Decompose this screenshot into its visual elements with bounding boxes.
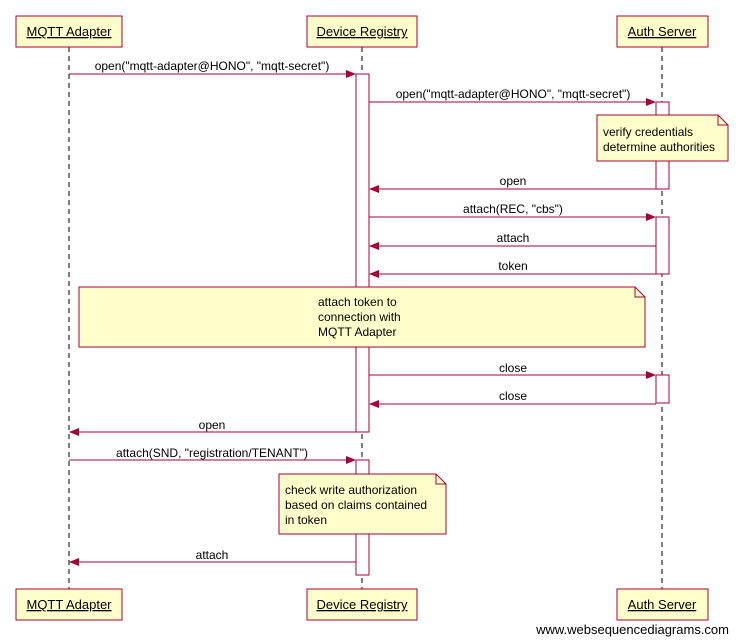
participant-label: MQTT Adapter: [26, 597, 112, 612]
message-2: open("mqtt-adapter@HONO", "mqtt-secret"): [369, 87, 656, 106]
note-line: based on claims contained: [285, 498, 427, 512]
participant-mqtt-adapter-top: MQTT Adapter: [15, 15, 123, 48]
note-line: verify credentials: [603, 125, 693, 139]
message-label: token: [498, 259, 527, 273]
note-attach-token: attach token to connection with MQTT Ada…: [78, 286, 646, 348]
message-9: open: [69, 418, 356, 436]
participant-label: MQTT Adapter: [26, 24, 112, 39]
participant-label: Auth Server: [628, 24, 697, 39]
note-line: connection with: [318, 310, 401, 324]
activation-registry-1: [355, 73, 370, 433]
note-line: determine authorities: [603, 140, 715, 154]
participant-device-registry-bottom: Device Registry: [306, 588, 418, 621]
message-label: close: [499, 361, 527, 375]
message-4: attach(REC, "cbs"): [369, 202, 656, 221]
message-label: attach: [196, 548, 229, 562]
participant-auth-server-top: Auth Server: [616, 15, 709, 48]
participant-label: Device Registry: [316, 24, 408, 39]
note-check-write-authorization: check write authorization based on claim…: [278, 473, 447, 535]
message-label: close: [499, 389, 527, 403]
message-10: attach(SND, "registration/TENANT"): [69, 446, 356, 464]
message-label: attach(SND, "registration/TENANT"): [116, 446, 308, 460]
message-7: close: [369, 361, 656, 379]
participant-auth-server-bottom: Auth Server: [616, 588, 709, 621]
message-label: attach(REC, "cbs"): [463, 202, 563, 216]
message-label: open("mqtt-adapter@HONO", "mqtt-secret"): [95, 59, 330, 73]
message-label: open: [199, 418, 226, 432]
message-3: open: [369, 174, 656, 193]
message-11: attach: [69, 548, 356, 566]
participant-mqtt-adapter-bottom: MQTT Adapter: [15, 588, 123, 621]
message-label: open: [500, 174, 527, 188]
message-8: close: [369, 389, 656, 408]
activation-auth-3: [655, 374, 670, 404]
participant-device-registry-top: Device Registry: [306, 15, 418, 48]
note-line: attach token to: [318, 295, 397, 309]
message-label: open("mqtt-adapter@HONO", "mqtt-secret"): [396, 87, 631, 101]
note-line: check write authorization: [285, 483, 417, 497]
message-5: attach: [369, 231, 656, 250]
watermark-text: www.websequencediagrams.com: [535, 622, 729, 637]
message-label: attach: [497, 231, 530, 245]
activation-auth-2: [655, 216, 670, 275]
note-line: in token: [285, 513, 327, 527]
participant-label: Auth Server: [628, 597, 697, 612]
participant-label: Device Registry: [316, 597, 408, 612]
note-line: MQTT Adapter: [318, 325, 396, 339]
message-1: open("mqtt-adapter@HONO", "mqtt-secret"): [69, 59, 356, 78]
note-verify-credentials: verify credentials determine authorities: [596, 114, 729, 162]
message-6: token: [369, 259, 656, 278]
